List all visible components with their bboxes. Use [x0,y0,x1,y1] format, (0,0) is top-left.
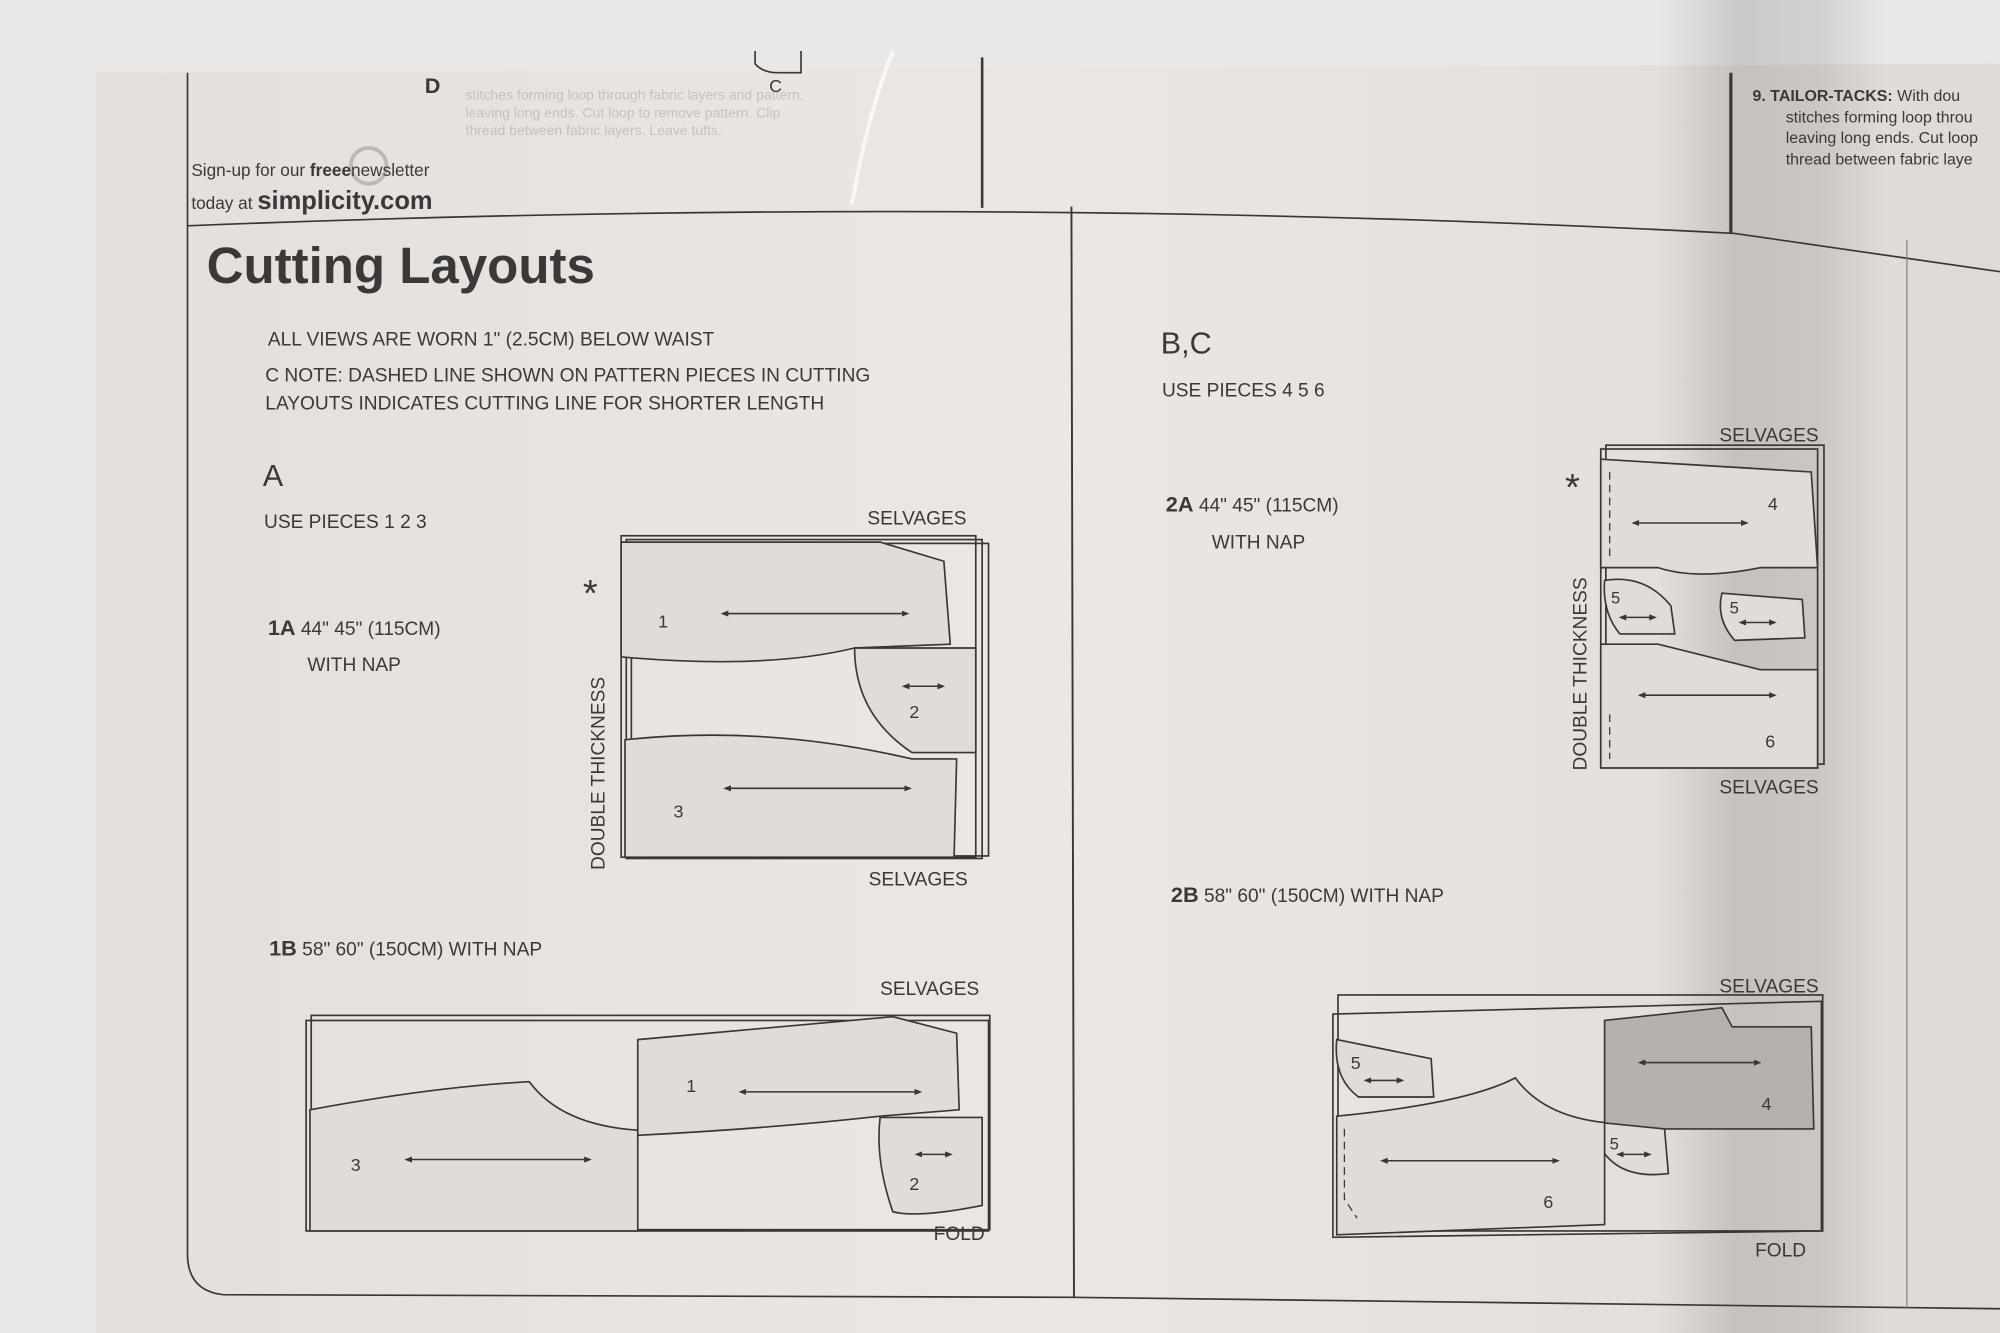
fabric-width: 44" 45" (115CM) [301,619,441,640]
asterisk-mark: * [1565,466,1580,509]
selvages-top-label: SELVAGES [1719,425,1818,446]
view-a-heading: A [263,459,284,493]
piece-number: 2 [909,702,919,722]
piece-number: 1 [686,1076,696,1096]
note-worn-below-waist: ALL VIEWS ARE WORN 1" (2.5CM) BELOW WAIS… [268,330,715,351]
paper-crease [850,50,895,205]
piece-number: 5 [1611,588,1620,607]
tailor-tacks-line: leaving long ends. Cut loop [1786,130,1978,147]
piece-number: 6 [1543,1192,1553,1212]
selvages-top-label: SELVAGES [1719,976,1818,997]
page-title: Cutting Layouts [207,237,595,294]
step-text: With dou [1897,88,1960,105]
newsletter-logo-ring [348,146,389,186]
simplicity-link[interactable]: simplicity.com [257,187,432,215]
ghost-text: thread between fabric layers. Leave tuft… [466,122,722,138]
selvages-bottom-label: SELVAGES [869,869,968,890]
step-number: 9. [1753,88,1766,105]
newsletter-today-at: today at [191,193,252,213]
layout-1b-diagram: 1 2 3 SELVAGES FOLD [305,979,991,1245]
fabric-width: 58" 60" (150CM) WITH NAP [302,939,542,960]
view-d-label: D [425,73,441,98]
piece-number: 4 [1768,494,1778,514]
piece-number: 5 [1351,1053,1361,1073]
double-thickness-label: DOUBLE THICKNESS [1571,577,1592,770]
note-dashed-line: C NOTE: DASHED LINE SHOWN ON PATTERN PIE… [265,365,870,386]
tailor-tacks-step: 9. TAILOR-TACKS: With dou [1753,88,1961,105]
piece-number: 5 [1730,599,1739,618]
double-thickness-label: DOUBLE THICKNESS [589,677,610,870]
layout-2a-diagram: 4 5 5 6 SELVAGES SELVAGES DOUBLE THICKNE… [1565,425,1825,798]
selvages-top-label: SELVAGES [867,508,966,529]
selvages-top-label: SELVAGES [880,979,979,1000]
fold-label: FOLD [934,1224,985,1245]
newsletter-prefix: Sign-up for our [191,160,305,180]
fabric-width: 44" 45" (115CM) [1199,496,1339,517]
use-pieces-bc: USE PIECES 4 5 6 [1162,381,1325,402]
newsletter-e-logo: e [341,160,351,180]
selvages-bottom-label: SELVAGES [1719,777,1818,798]
use-pieces-a: USE PIECES 1 2 3 [264,512,427,533]
tailor-tacks-line: stitches forming loop throu [1786,109,1973,126]
newsletter-free: free [310,160,342,180]
layout-code: 1B [269,935,297,960]
layout-2b-diagram: 4 5 5 6 SELVAGES FOLD [1332,976,1824,1261]
layout-2b-label: 2B 58" 60" (150CM) WITH NAP [1171,882,1444,907]
piece-number: 3 [351,1155,361,1175]
layout-code: 2A [1166,492,1194,517]
layout-1b-label: 1B 58" 60" (150CM) WITH NAP [269,935,542,960]
ghost-text: stitches forming loop through fabric lay… [466,86,804,102]
layout-code: 2B [1171,882,1199,907]
piece-number: 3 [673,802,683,822]
fold-label: FOLD [1755,1240,1806,1261]
layout-2a-nap: WITH NAP [1212,533,1305,554]
piece-number: 5 [1610,1134,1619,1153]
page-border [186,72,2000,1310]
tailor-tacks-line: thread between fabric laye [1786,152,1973,169]
column-divider [1070,206,1075,1298]
asterisk-mark: * [583,572,598,615]
piece-number: 6 [1765,731,1775,751]
layout-1a-nap: WITH NAP [307,655,400,676]
piece-number: 2 [909,1174,919,1194]
note-dashed-line: LAYOUTS INDICATES CUTTING LINE FOR SHORT… [265,393,824,414]
header-divider [187,210,2000,273]
newsletter-text: Sign-up for our freeenewsletter [191,160,429,180]
view-bc-heading: B,C [1161,326,1212,360]
layout-code: 1A [268,615,296,640]
fabric-width: 58" 60" (150CM) WITH NAP [1204,886,1444,907]
layout-1a-diagram: 1 2 3 SELVAGES SELVAGES DOUBLE THICKNESS… [583,508,990,890]
piece-number: 4 [1761,1094,1771,1114]
layout-2a-label: 2A 44" 45" (115CM) [1166,492,1339,517]
piece-number: 1 [658,612,668,632]
newsletter-suffix: newsletter [351,160,430,180]
ghost-text: leaving long ends. Cut loop to remove pa… [466,104,781,120]
pattern-piece-c-fragment [754,51,802,74]
view-c-label: C [769,76,782,96]
layout-1a-label: 1A 44" 45" (115CM) [268,615,441,640]
newsletter-text-line2: today at simplicity.com [191,187,432,215]
step-title: TAILOR-TACKS: [1770,88,1892,105]
